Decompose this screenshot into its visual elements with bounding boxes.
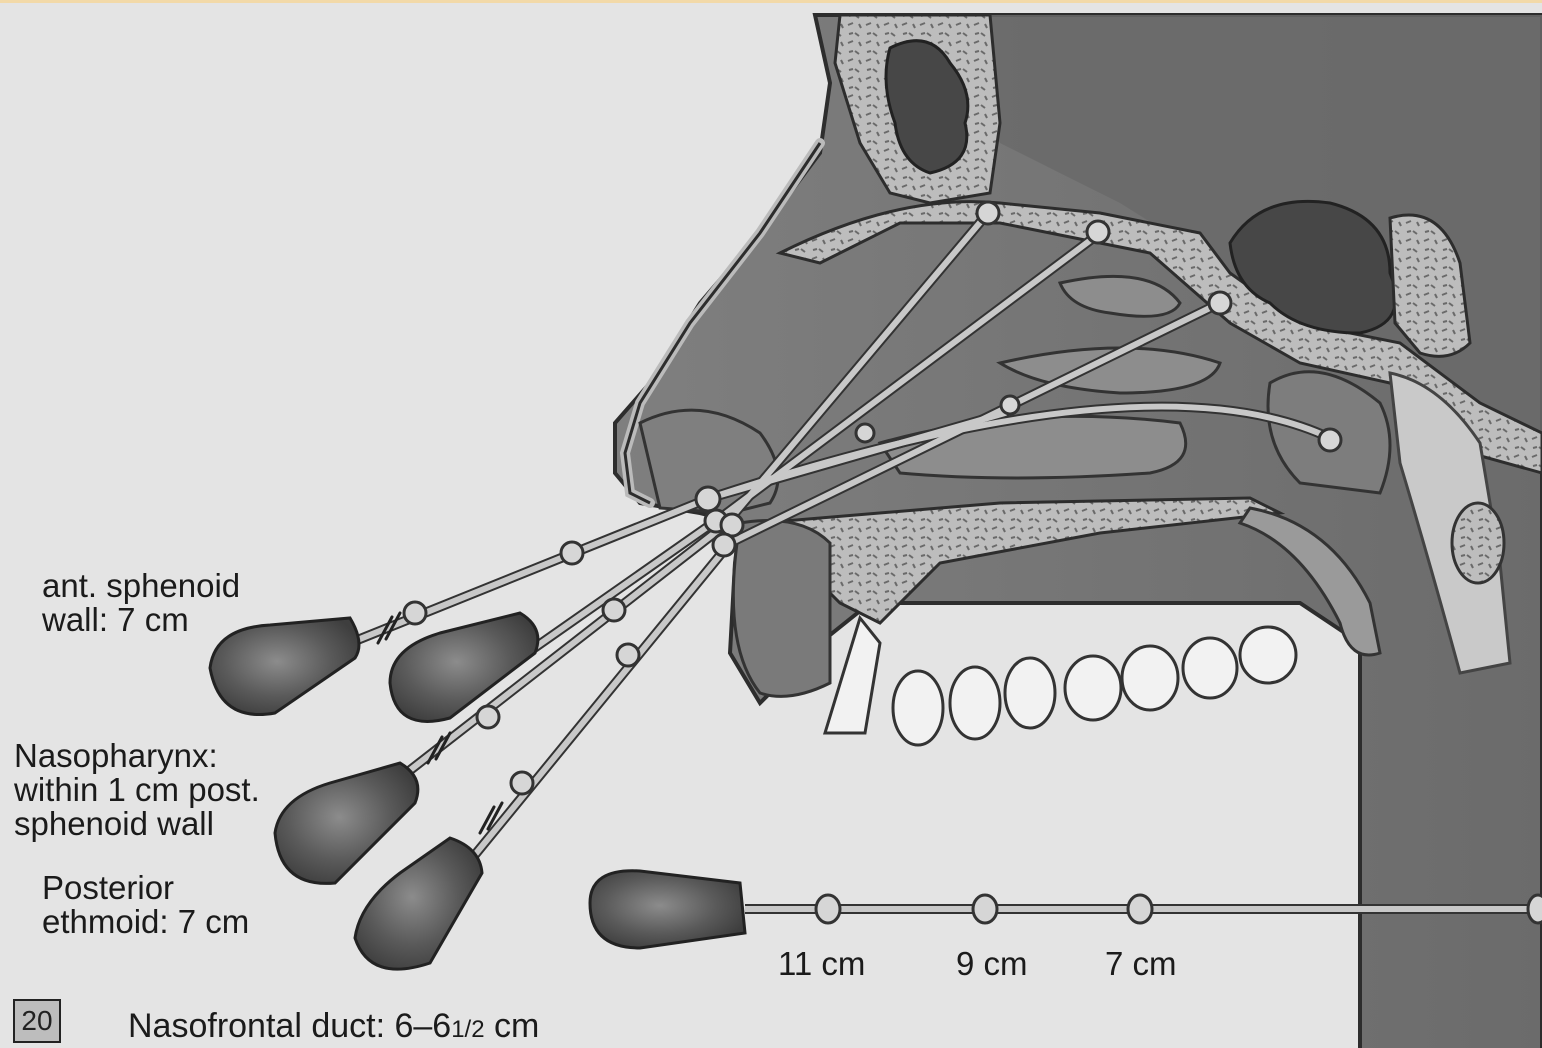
caption-suffix: cm <box>485 1007 540 1045</box>
teeth <box>825 618 1296 745</box>
caption-prefix: Nasofrontal duct: 6–6 <box>128 1007 451 1045</box>
vertebra-atlas <box>1452 503 1504 583</box>
upper-lip <box>733 521 830 697</box>
scale-mark-9cm: 9 cm <box>956 947 1028 981</box>
figure-number-badge: 20 <box>13 999 61 1043</box>
scale-mark-7cm: 7 cm <box>1105 947 1177 981</box>
figure-caption: Nasofrontal duct: 6–61/2 cm <box>128 1006 539 1048</box>
label-posterior-ethmoid: Posterior ethmoid: 7 cm <box>42 871 249 939</box>
label-ant-sphenoid-wall: ant. sphenoid wall: 7 cm <box>42 569 240 637</box>
caption-fraction: 1/2 <box>451 1016 484 1043</box>
label-nasopharynx: Nasopharynx: within 1 cm post. sphenoid … <box>14 739 260 841</box>
scale-mark-11cm: 11 cm <box>778 947 865 981</box>
